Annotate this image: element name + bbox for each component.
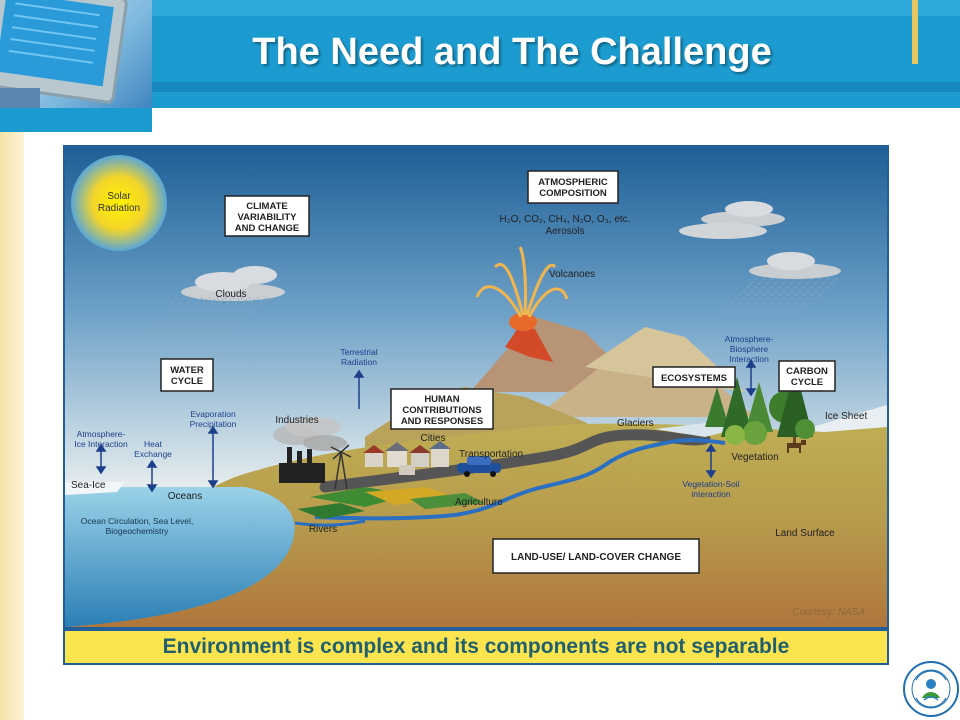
svg-text:ECOSYSTEMS: ECOSYSTEMS [661, 373, 727, 384]
land-surface [65, 423, 887, 627]
label-solar: Radiation [98, 203, 140, 214]
label-atmosphere-ice: Atmosphere- [77, 429, 126, 439]
svg-text:CYCLE: CYCLE [171, 376, 203, 387]
label-rivers: Rivers [309, 524, 337, 535]
svg-text:VARIABILITY: VARIABILITY [238, 212, 298, 223]
sun-icon [71, 155, 167, 251]
cloud-icon [749, 252, 841, 279]
eruption [475, 246, 569, 318]
gold-accent [912, 0, 918, 64]
label-land-surface: Land Surface [775, 528, 835, 539]
label-vegetation: Vegetation [731, 452, 778, 463]
label-solar: Solar [107, 191, 131, 202]
header-stripe [152, 82, 960, 92]
label-industries: Industries [275, 415, 318, 426]
label-evaporation: Precipitation [190, 419, 237, 429]
computer-monitor-image [0, 0, 152, 108]
label-terrestrial: Terrestrial [340, 347, 377, 357]
courtesy-credit: Courtesy: NASA [792, 607, 865, 618]
label-evaporation: Evaporation [190, 409, 236, 419]
box-water-cycle: WATER CYCLE [160, 358, 214, 392]
svg-text:WATER: WATER [170, 365, 204, 376]
svg-text:CARBON: CARBON [786, 366, 828, 377]
svg-text:AND CHANGE: AND CHANGE [235, 223, 299, 234]
caption-banner: Environment is complex and its component… [63, 629, 889, 665]
label-heat-exchange: Heat [144, 439, 163, 449]
label-glaciers: Glaciers [617, 418, 654, 429]
label-terrestrial: Radiation [341, 357, 377, 367]
label-heat-exchange: Exchange [134, 449, 172, 459]
label-vegetation-soil: interaction [691, 489, 730, 499]
label-cities: Cities [420, 433, 445, 444]
svg-text:LAND-USE/ LAND-COVER CHANGE: LAND-USE/ LAND-COVER CHANGE [511, 552, 681, 563]
ocean [65, 487, 295, 627]
left-gold-bar [0, 132, 24, 720]
svg-text:COMPOSITION: COMPOSITION [539, 188, 607, 199]
label-atmosphere-biosphere: Atmosphere- [725, 334, 774, 344]
svg-text:CONTRIBUTIONS: CONTRIBUTIONS [402, 405, 481, 416]
cloud-icon [679, 201, 785, 239]
label-sea-ice: Sea-Ice [71, 480, 106, 491]
diagram-svg: Solar Radiation Clouds [65, 147, 887, 627]
cloud-icon [181, 266, 285, 301]
label-atmosphere-ice: Ice Interaction [74, 439, 128, 449]
label-volcanoes: Volcanoes [549, 269, 595, 280]
svg-text:HUMAN: HUMAN [424, 394, 459, 405]
label-ocean-circulation: Ocean Circulation, Sea Level, [81, 516, 193, 526]
label-aerosols: Aerosols [546, 226, 585, 237]
label-ocean-circulation: Biogeochemistry [106, 526, 170, 536]
header-stripe [152, 0, 960, 16]
box-climate-variability: CLIMATE VARIABILITY AND CHANGE [224, 195, 310, 237]
svg-text:AND RESPONSES: AND RESPONSES [401, 416, 483, 427]
forest-icon [705, 367, 815, 447]
label-oceans: Oceans [168, 491, 202, 502]
svg-text:CYCLE: CYCLE [791, 377, 823, 388]
slide-title: The Need and The Challenge [252, 31, 772, 73]
left-rail [0, 108, 152, 132]
car-icon [457, 456, 501, 477]
arrows [95, 359, 757, 493]
label-atmosphere-biosphere: Interaction [729, 354, 769, 364]
label-agriculture: Agriculture [455, 497, 503, 508]
label-vegetation-soil: Vegetation-Soil [682, 479, 739, 489]
box-human-contributions: HUMAN CONTRIBUTIONS AND RESPONSES [390, 388, 494, 430]
box-land-use-change: LAND-USE/ LAND-COVER CHANGE [492, 538, 700, 574]
svg-text:CLIMATE: CLIMATE [246, 201, 288, 212]
box-carbon-cycle: CARBON CYCLE [778, 360, 836, 392]
epa-seal-logo [903, 661, 959, 717]
box-ecosystems: ECOSYSTEMS [652, 366, 736, 388]
label-transportation: Transportation [459, 449, 523, 460]
svg-text:ATMOSPHERIC: ATMOSPHERIC [538, 177, 608, 188]
windmill-icon [330, 444, 352, 490]
animal-icon [787, 440, 806, 453]
factory-icon [273, 417, 347, 483]
box-atmospheric-composition: ATMOSPHERIC COMPOSITION [527, 170, 619, 204]
earth-system-diagram: Solar Radiation Clouds [63, 145, 889, 629]
label-ice-sheet: Ice Sheet [825, 411, 867, 422]
label-gases: H₂O, CO₂, CH₄, N₂O, O₃, etc. [500, 214, 631, 225]
label-atmosphere-biosphere: Biosphere [730, 344, 769, 354]
label-clouds: Clouds [215, 289, 246, 300]
city-icon [363, 441, 451, 475]
